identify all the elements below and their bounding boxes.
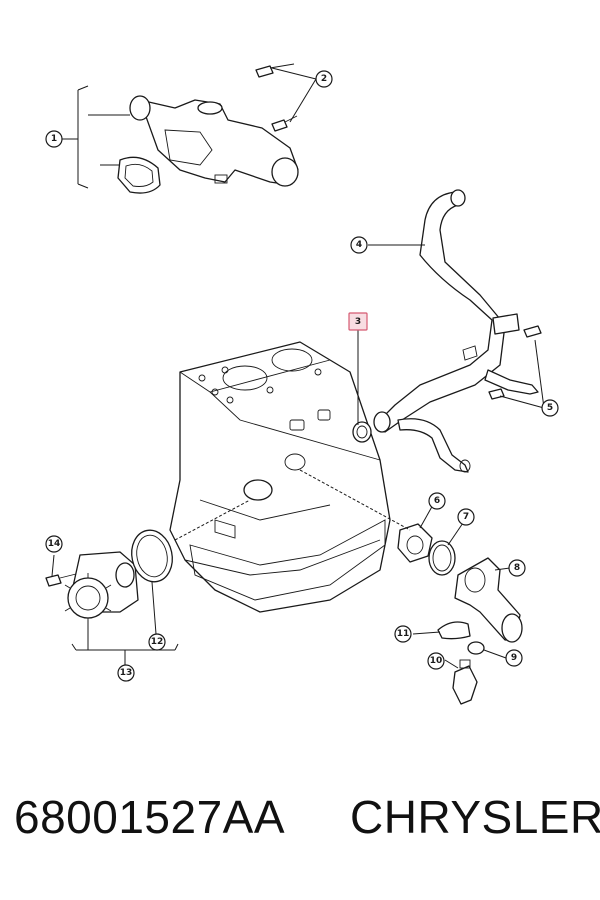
leader-lines	[51, 67, 545, 669]
callout-12: 12	[148, 633, 166, 651]
callout-11: 11	[394, 625, 412, 643]
svg-text:14: 14	[48, 539, 61, 549]
callout-7: 7	[457, 508, 475, 526]
svg-text:8: 8	[514, 563, 520, 573]
svg-text:4: 4	[356, 240, 362, 250]
callout-5: 5	[541, 399, 559, 417]
svg-text:12: 12	[151, 637, 164, 647]
svg-text:10: 10	[430, 656, 443, 666]
cooling-system-exploded-diagram: 1 2 3 4 5 6 7 8 9 10 11 12	[45, 63, 559, 705]
svg-text:2: 2	[321, 74, 327, 84]
callout-10: 10	[427, 652, 445, 670]
engine-block	[169, 341, 391, 613]
svg-text:3: 3	[355, 317, 361, 327]
callout-9: 9	[505, 649, 523, 667]
caption-bar: 68001527AA CHRYSLER	[0, 790, 600, 870]
bolt-part-14	[45, 573, 77, 587]
bolts-part-2	[255, 63, 298, 132]
callout-4: 4	[350, 236, 368, 254]
callout-6: 6	[428, 492, 446, 510]
sensor-part-10	[452, 659, 478, 705]
coolant-pipe-part-4	[373, 189, 539, 473]
svg-text:11: 11	[397, 629, 410, 639]
svg-text:7: 7	[463, 512, 469, 522]
callout-13: 13	[117, 664, 135, 682]
clip-part-9	[467, 641, 485, 655]
svg-text:13: 13	[120, 668, 133, 678]
svg-text:5: 5	[547, 403, 553, 413]
callout-3: 3	[348, 312, 368, 331]
retaining-clip-part-11	[437, 621, 471, 640]
callout-14: 14	[45, 535, 63, 553]
svg-text:1: 1	[51, 134, 57, 144]
thermostat-part-6	[397, 523, 433, 563]
water-pump-part-13	[64, 551, 139, 623]
part-number: 68001527AA	[14, 791, 286, 843]
o-ring-part-3	[352, 421, 372, 443]
svg-text:6: 6	[434, 496, 440, 506]
pump-gasket-part-12	[131, 529, 173, 583]
callout-1: 1	[45, 130, 63, 148]
svg-text:9: 9	[511, 653, 517, 663]
callout-2: 2	[315, 70, 333, 88]
seal-ring-part-7	[428, 540, 456, 576]
coolant-flange-part-1	[117, 95, 299, 194]
brand-name: CHRYSLER	[350, 791, 600, 843]
callout-8: 8	[508, 559, 526, 577]
thermostat-housing-part-8	[454, 557, 523, 643]
